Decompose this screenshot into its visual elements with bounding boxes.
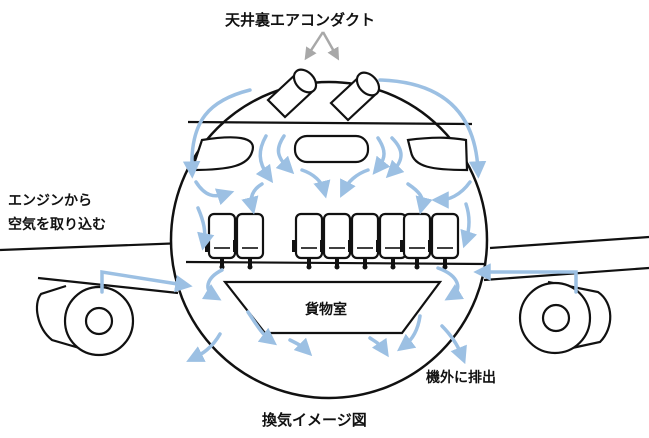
airflow-seat-left xyxy=(196,206,215,251)
ceiling-duct-left xyxy=(266,68,318,119)
duct-pointer-arrows xyxy=(304,31,340,61)
seat xyxy=(428,212,460,270)
airflow-cabin-2 xyxy=(241,182,264,215)
seat xyxy=(320,212,352,270)
airflow-intake-left xyxy=(100,269,193,294)
ceiling-duct-right xyxy=(329,71,381,122)
airflow-cabin-3 xyxy=(300,168,331,199)
label-cargo: 貨物室 xyxy=(305,302,347,318)
airflow-intake-right xyxy=(473,263,578,294)
label-engine-intake-line1: エンジンから xyxy=(8,193,92,209)
airflow-duct-right-in xyxy=(378,78,487,179)
airflow-ceiling-4 xyxy=(385,136,405,179)
airflow-duct-left-in xyxy=(182,88,252,179)
diagram-caption: 換気イメージ図 xyxy=(262,411,367,429)
seat xyxy=(400,212,432,270)
label-ceiling-duct: 天井裏エアコンダクト xyxy=(225,11,376,29)
seat xyxy=(376,212,408,270)
airflow-down-2 xyxy=(288,337,313,357)
airflow-exit-right xyxy=(440,324,467,365)
seat xyxy=(348,212,380,270)
airflow-cabin-4 xyxy=(340,168,370,198)
right-engine xyxy=(518,280,612,355)
airflow-cabin-6 xyxy=(431,180,472,209)
airflow-ceiling-3 xyxy=(372,136,391,175)
overhead-bins xyxy=(190,134,469,172)
airflow-down-3 xyxy=(368,336,389,358)
cabin-floor xyxy=(185,260,487,266)
airflow-arrows xyxy=(100,78,578,365)
airflow-ceiling-1 xyxy=(255,134,274,184)
left-engine xyxy=(35,284,135,357)
airflow-under-right xyxy=(436,266,465,301)
cabin-ceiling xyxy=(187,120,473,126)
airflow-ceiling-2 xyxy=(275,134,295,175)
airflow-seat-right xyxy=(460,202,478,249)
airflow-down-4 xyxy=(397,314,422,352)
right-wing xyxy=(483,235,649,282)
airflow-under-left xyxy=(201,268,224,301)
left-wing xyxy=(0,241,186,295)
seat xyxy=(292,212,324,270)
airflow-down-1 xyxy=(246,310,277,346)
airflow-cabin-1 xyxy=(194,180,235,206)
label-engine-intake-line2: 空気を取り込む xyxy=(8,217,106,233)
airflow-cabin-5 xyxy=(406,182,433,215)
airflow-exit-left xyxy=(186,332,222,362)
label-exhaust: 機外に排出 xyxy=(426,370,496,386)
